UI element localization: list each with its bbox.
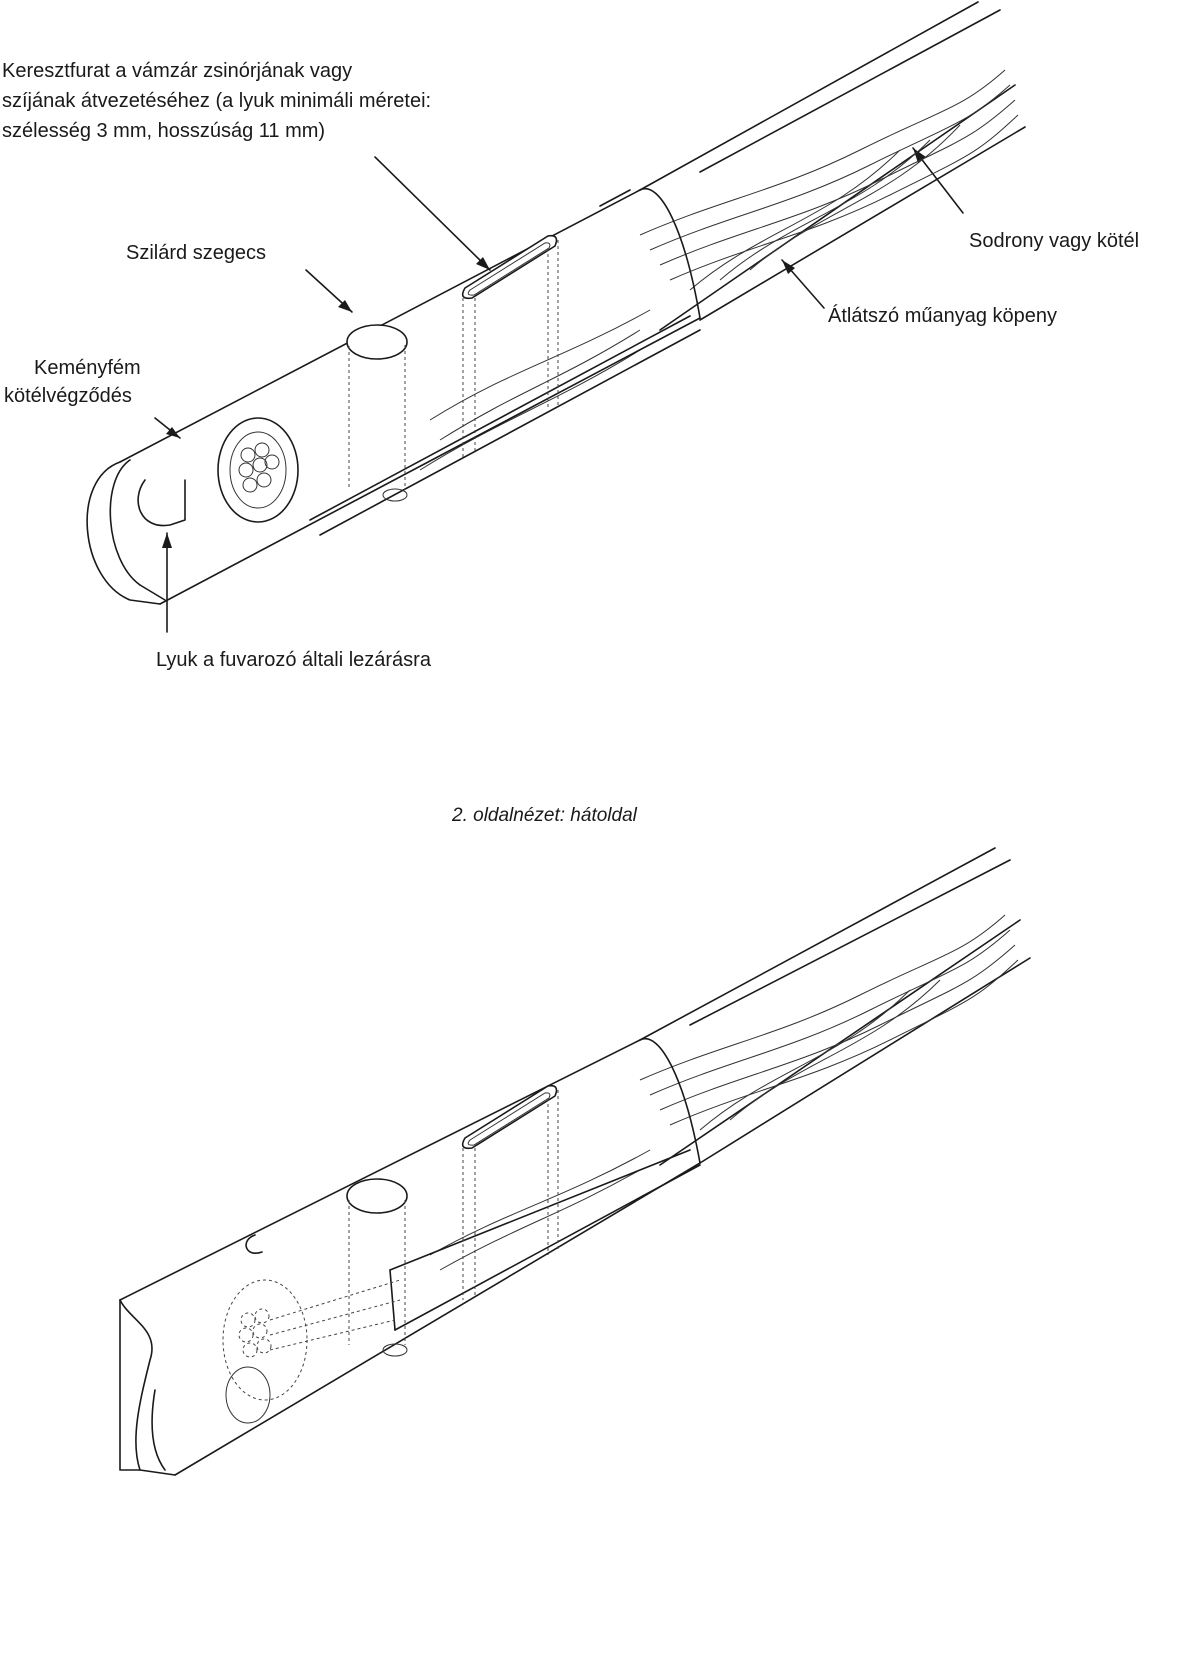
- label-hole: Lyuk a fuvarozó általi lezárásra: [156, 649, 431, 671]
- label-sheath: Átlátszó műanyag köpeny: [828, 305, 1058, 327]
- label-crosshole-line-2: szíjának átvezetéséhez (a lyuk minimáli …: [2, 90, 432, 112]
- plastic-sheath: [639, 1, 1026, 331]
- leader-arrows: [154, 147, 964, 633]
- tube-front-end: [86, 417, 299, 605]
- wire-strands-2: [429, 914, 1019, 1271]
- figure1-drawing: [86, 1, 1026, 633]
- rivet-2: [346, 1178, 408, 1357]
- label-crosshole-line-3: szélesség 3 mm, hosszúság 11 mm): [2, 120, 326, 142]
- metal-tube: [119, 187, 701, 605]
- crosshole-slot: [461, 234, 559, 458]
- plastic-sheath-2: [639, 847, 1031, 1166]
- strand-ends: [238, 442, 280, 493]
- label-wire: Sodrony vagy kötél: [969, 230, 1140, 252]
- label-hardmetal-line-1: Keményfém: [34, 357, 141, 379]
- label-crosshole-line-1: Keresztfurat a vámzár zsinórjának vagy: [2, 60, 353, 82]
- figure2-caption: 2. oldalnézet: hátoldal: [452, 805, 637, 826]
- rivet: [346, 324, 408, 502]
- tube-front-end-2: [119, 1279, 401, 1476]
- metal-tube-2: [119, 1037, 701, 1476]
- label-rivet: Szilárd szegecs: [126, 242, 267, 264]
- wire-strands: [419, 69, 1019, 471]
- crosshole-slot-2: [461, 1084, 559, 1300]
- figure2-drawing: [119, 847, 1031, 1476]
- strand-ends-2: [238, 1308, 272, 1358]
- label-hardmetal-line-2: kötélvégződés: [4, 385, 132, 407]
